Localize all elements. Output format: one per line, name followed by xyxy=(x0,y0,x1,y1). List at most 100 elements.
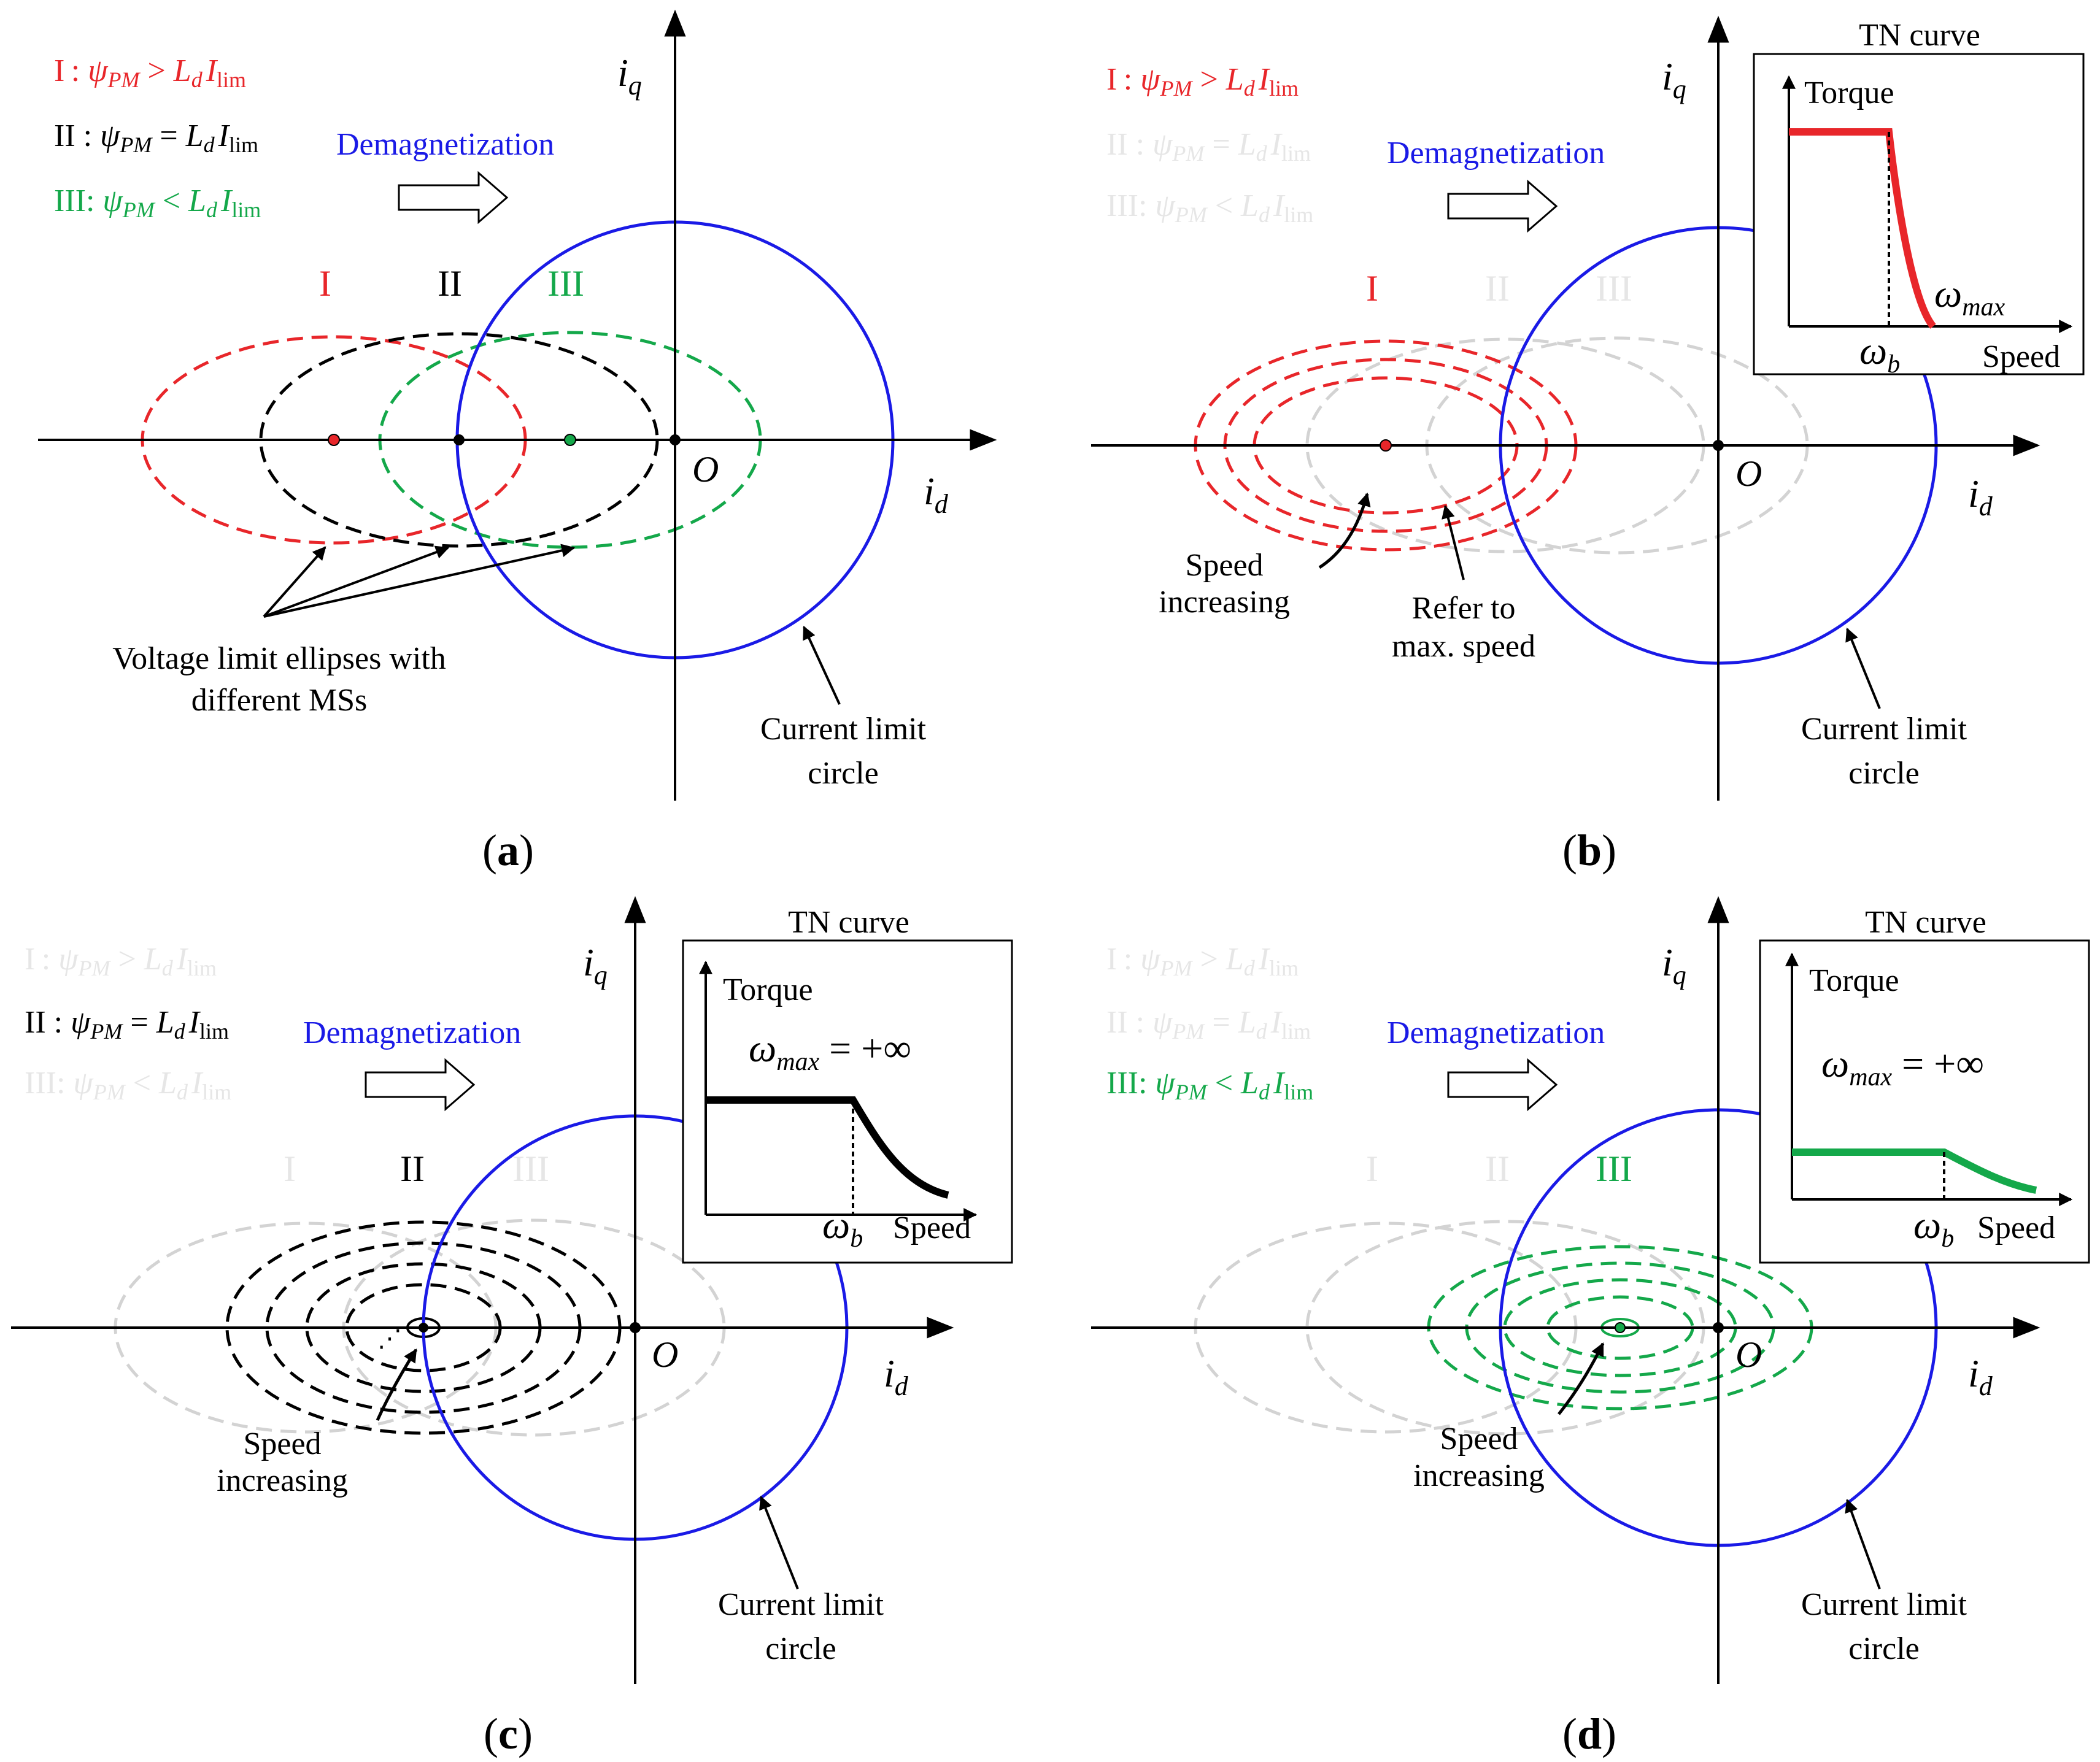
tn-curve-line xyxy=(706,1096,949,1199)
demagnetization-arrow xyxy=(365,1058,476,1112)
origin-label: O xyxy=(692,449,719,490)
ms-label-I: I xyxy=(1366,268,1378,309)
origin-dot xyxy=(670,434,681,445)
tn-curve-frame xyxy=(1753,53,2085,375)
center-III xyxy=(1615,1322,1626,1333)
current-limit-arrow xyxy=(759,1495,799,1590)
voltage-ellipse-arrow-1 xyxy=(263,546,326,618)
tn-omega-b: ωb xyxy=(1859,329,1900,379)
voltage-ellipse-arrow-2 xyxy=(263,545,450,618)
caption-d: (d) xyxy=(1562,1709,1616,1758)
ms-label-I: I xyxy=(284,1148,296,1189)
tn-omega-b: ωb xyxy=(822,1203,863,1253)
center-II xyxy=(419,1323,428,1333)
origin-label: O xyxy=(1735,453,1762,494)
ms-label-I: I xyxy=(319,263,331,304)
ms-label-I: I xyxy=(1366,1148,1378,1189)
demagnetization-label: Demagnetization xyxy=(1387,136,1605,171)
center-III xyxy=(564,434,576,446)
tn-speed-label: Speed xyxy=(1982,339,2060,374)
tn-curve-title: TN curve xyxy=(1865,905,1986,940)
tn-curve-line xyxy=(1792,1148,2037,1194)
origin-dot xyxy=(1713,440,1724,451)
tn-curve-title: TN curve xyxy=(788,905,909,940)
iq-axis-label: iq xyxy=(583,941,608,990)
ms-label-II: II xyxy=(400,1148,425,1189)
id-axis-label: id xyxy=(1968,1352,1993,1401)
ms-label-II: II xyxy=(1485,1148,1510,1189)
ms-label-II: II xyxy=(438,263,462,304)
tn-curve-inset: TN curve Torque Speed ωb ωmax = +∞ xyxy=(1759,905,2090,1264)
iq-axis-label: iq xyxy=(1662,55,1686,104)
ms-label-III: III xyxy=(1596,268,1632,309)
iq-axis-label: iq xyxy=(617,51,642,101)
speed-increasing-arrow xyxy=(1558,1342,1605,1415)
demagnetization-arrow xyxy=(1447,179,1558,233)
demagnetization-label: Demagnetization xyxy=(1387,1015,1605,1050)
center-II xyxy=(454,434,465,445)
tn-omega-max: ωmax xyxy=(1934,272,2005,321)
center-I xyxy=(328,434,340,446)
caption-c: (c) xyxy=(484,1709,533,1758)
id-axis-label: id xyxy=(884,1352,909,1401)
current-limit-arrow xyxy=(1845,1498,1881,1590)
voltage-ellipse-arrow-3 xyxy=(263,544,576,618)
tn-torque-label: Torque xyxy=(1804,75,1894,110)
ms-label-II: II xyxy=(1485,268,1510,309)
ms-label-III: III xyxy=(512,1148,549,1189)
tn-curve-inset: TN curve Torque Speed ωb ωmax = +∞ xyxy=(682,905,1013,1264)
ms-label-III: III xyxy=(547,263,584,304)
current-limit-arrow xyxy=(803,626,841,705)
tn-torque-label: Torque xyxy=(1809,963,1899,998)
origin-label: O xyxy=(652,1334,678,1375)
current-limit-arrow xyxy=(1845,627,1881,709)
demagnetization-arrow xyxy=(1447,1058,1558,1112)
id-axis-label: id xyxy=(924,469,949,519)
tn-speed-label: Speed xyxy=(1977,1210,2055,1245)
speed-increasing-arrow xyxy=(376,1348,418,1422)
tn-omega-max: ωmax = +∞ xyxy=(749,1026,911,1076)
tn-curve-frame xyxy=(1759,939,2090,1264)
center-I xyxy=(1380,439,1392,452)
caption-b: (b) xyxy=(1562,826,1616,875)
ms-label-III: III xyxy=(1596,1148,1632,1189)
speed-increasing-arrow xyxy=(1318,492,1371,569)
tn-omega-b: ωb xyxy=(1913,1203,1954,1253)
tn-speed-label: Speed xyxy=(893,1210,971,1245)
tn-omega-max: ωmax = +∞ xyxy=(1821,1042,1984,1091)
origin-dot xyxy=(630,1322,641,1333)
iq-axis-label: iq xyxy=(1662,941,1686,990)
refer-arrow xyxy=(1442,504,1465,580)
tn-curve-inset: TN curve Torque Speed ωb ωmax xyxy=(1753,18,2085,379)
tn-curve-line xyxy=(1789,128,1936,329)
tn-torque-label: Torque xyxy=(723,972,813,1007)
demagnetization-arrow xyxy=(398,171,509,225)
origin-dot xyxy=(1713,1322,1724,1333)
caption-a: (a) xyxy=(482,826,534,875)
